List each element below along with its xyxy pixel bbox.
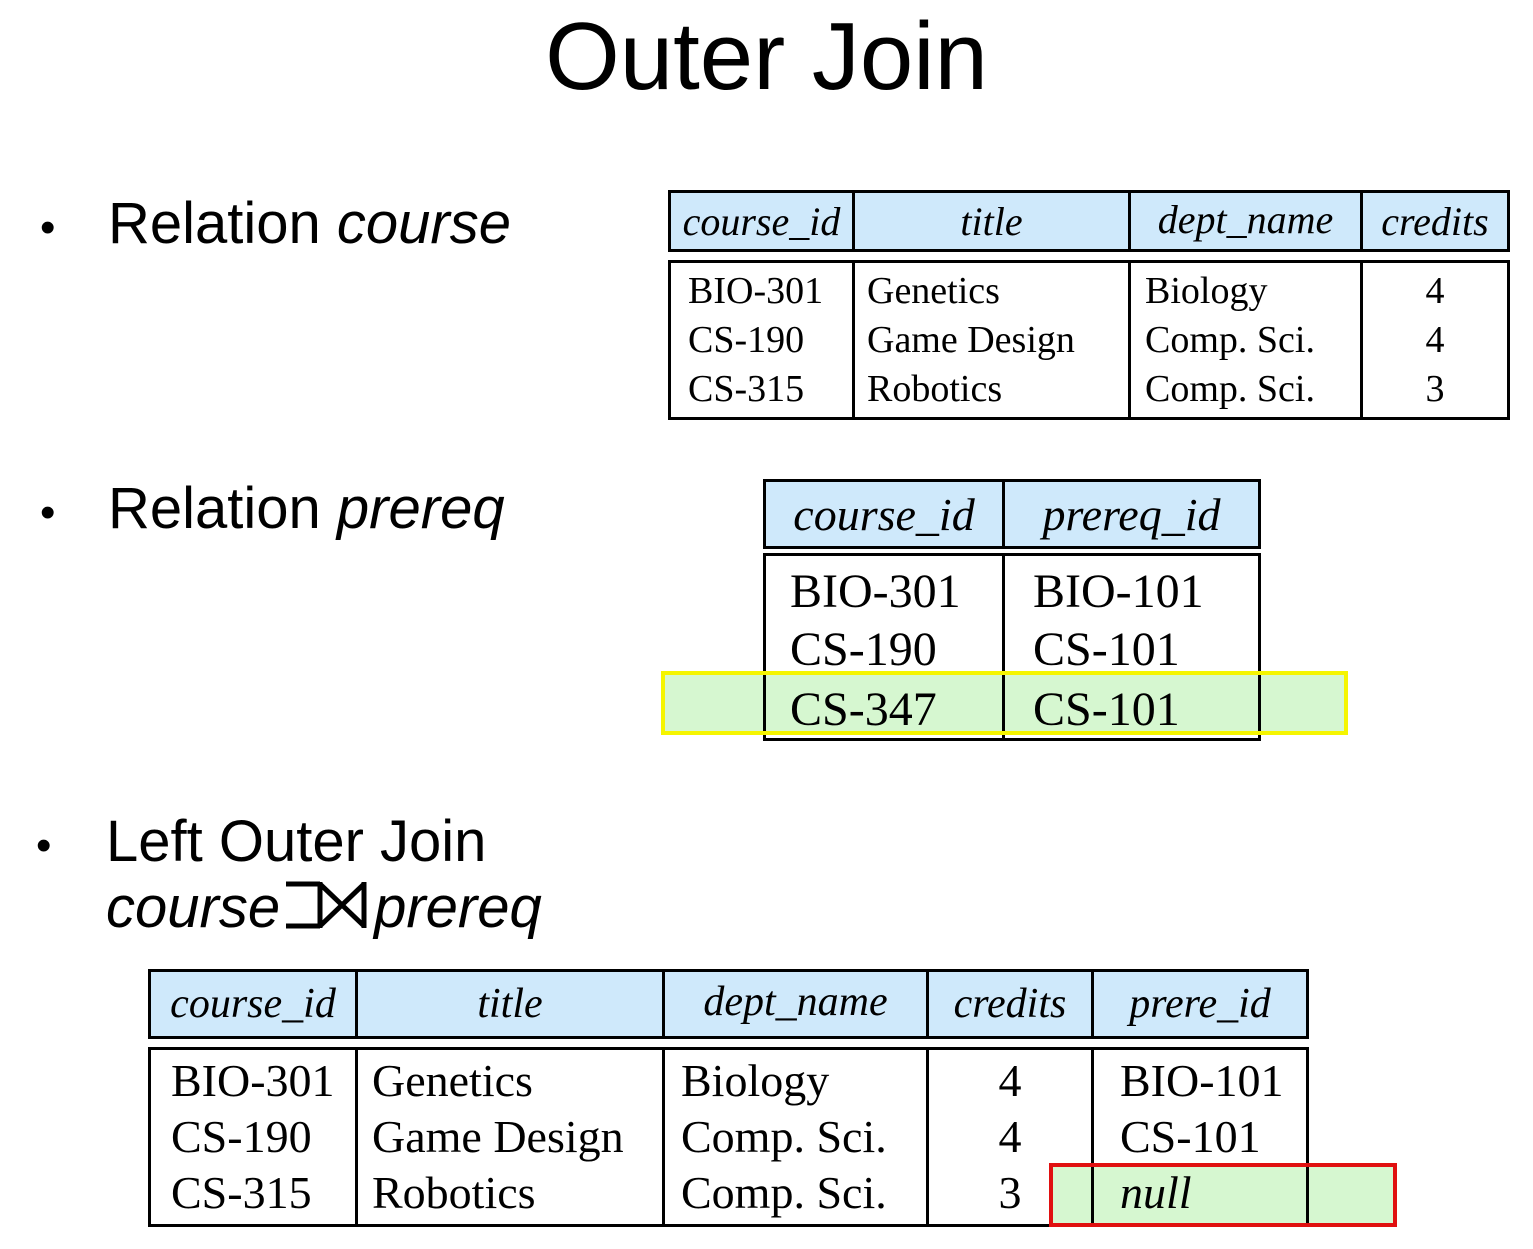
table-cell: CS-101 xyxy=(1033,683,1180,736)
prereq-row-highlight-box xyxy=(661,671,1348,735)
join-left-operand: course xyxy=(106,875,281,940)
prereq-table: course_id prereq_id BIO-301 CS-190 CS-34… xyxy=(763,479,1261,741)
null-value-cell: null xyxy=(1120,1167,1192,1218)
bullet-text: Relation prereq xyxy=(108,476,505,541)
bullet-text: Relation course xyxy=(108,191,512,256)
header-prereq-id: prereq_id xyxy=(1042,489,1221,540)
header-title: title xyxy=(477,981,543,1027)
column-credits: 4 4 3 xyxy=(926,1050,1091,1224)
header-credits: credits xyxy=(953,981,1067,1027)
slide-title: Outer Join xyxy=(545,3,988,110)
header-credits: credits xyxy=(1381,199,1489,244)
column-title: Genetics Game Design Robotics xyxy=(355,1050,662,1224)
course-table-body: BIO-301 CS-190 CS-315 Genetics Game Desi… xyxy=(668,260,1510,420)
column-course-id: BIO-301 CS-190 CS-347 xyxy=(766,556,1002,738)
table-cell: BIO-101 xyxy=(1120,1055,1284,1106)
header-prere-id: prere_id xyxy=(1129,981,1271,1027)
table-cell: Biology xyxy=(681,1055,830,1106)
left-outer-join-icon xyxy=(284,878,368,945)
column-title: Genetics Game Design Robotics xyxy=(852,263,1128,417)
table-cell: CS-347 xyxy=(790,683,937,736)
table-cell: 3 xyxy=(998,1167,1022,1218)
result-table-header: course_id title dept_name credits prere_… xyxy=(148,969,1309,1039)
column-credits: 4 4 3 xyxy=(1360,263,1507,417)
table-cell: Game Design xyxy=(867,319,1075,361)
table-cell: 3 xyxy=(1425,368,1445,410)
header-dept-name: dept_name xyxy=(703,979,888,1025)
bullet-marker: • xyxy=(40,203,56,252)
table-cell: 4 xyxy=(1425,319,1445,361)
table-cell: Genetics xyxy=(372,1055,533,1106)
table-cell: BIO-301 xyxy=(171,1055,335,1106)
table-cell: CS-101 xyxy=(1120,1111,1261,1162)
column-prereq-id: BIO-101 CS-101 CS-101 xyxy=(1002,556,1258,738)
header-title: title xyxy=(960,199,1023,244)
column-course-id: BIO-301 CS-190 CS-315 xyxy=(151,1050,355,1224)
table-cell: CS-315 xyxy=(171,1167,312,1218)
table-cell: Genetics xyxy=(867,270,1000,312)
table-cell: CS-190 xyxy=(171,1111,312,1162)
header-course-id: course_id xyxy=(793,489,975,540)
column-prere-id: BIO-101 CS-101 null xyxy=(1091,1050,1306,1224)
bullet-text: Left Outer Join xyxy=(106,809,487,874)
table-cell: 4 xyxy=(998,1111,1022,1162)
null-cell-highlight-box xyxy=(1049,1163,1397,1227)
table-cell: BIO-301 xyxy=(790,565,961,618)
table-cell: Comp. Sci. xyxy=(681,1167,887,1218)
course-table: course_id title dept_name credits BIO-30… xyxy=(668,190,1510,420)
join-right-operand: prereq xyxy=(374,875,542,940)
table-cell: Biology xyxy=(1145,270,1268,312)
course-table-header: course_id title dept_name credits xyxy=(668,190,1510,252)
column-course-id: BIO-301 CS-190 CS-315 xyxy=(671,263,852,417)
header-course-id: course_id xyxy=(170,981,336,1027)
table-cell: 4 xyxy=(998,1055,1022,1106)
join-expression: course prereq xyxy=(106,876,542,945)
table-cell: Comp. Sci. xyxy=(1145,368,1315,410)
header-dept-name: dept_name xyxy=(1157,197,1334,242)
table-cell: Robotics xyxy=(372,1167,536,1218)
null-cell-highlight xyxy=(1052,1166,1396,1226)
table-cell: Game Design xyxy=(372,1111,624,1162)
table-cell: BIO-301 xyxy=(688,270,824,312)
column-dept-name: Biology Comp. Sci. Comp. Sci. xyxy=(662,1050,926,1224)
prereq-table-header: course_id prereq_id xyxy=(763,479,1261,549)
result-table: course_id title dept_name credits prere_… xyxy=(148,969,1309,1229)
table-cell: 4 xyxy=(1425,270,1445,312)
column-dept-name: Biology Comp. Sci. Comp. Sci. xyxy=(1128,263,1360,417)
table-cell: Robotics xyxy=(867,368,1003,410)
header-course-id: course_id xyxy=(682,199,841,244)
table-cell: CS-315 xyxy=(688,368,805,410)
table-cell: CS-101 xyxy=(1033,623,1180,676)
prereq-table-body: BIO-301 CS-190 CS-347 BIO-101 CS-101 CS-… xyxy=(763,553,1261,741)
result-table-body: BIO-301 CS-190 CS-315 Genetics Game Desi… xyxy=(148,1047,1309,1227)
table-cell: Comp. Sci. xyxy=(1145,319,1315,361)
table-cell: CS-190 xyxy=(688,319,805,361)
bullet-marker: • xyxy=(36,821,52,870)
table-cell: BIO-101 xyxy=(1033,565,1204,618)
bullet-marker: • xyxy=(40,488,56,537)
table-cell: Comp. Sci. xyxy=(681,1111,887,1162)
table-cell: CS-190 xyxy=(790,623,937,676)
